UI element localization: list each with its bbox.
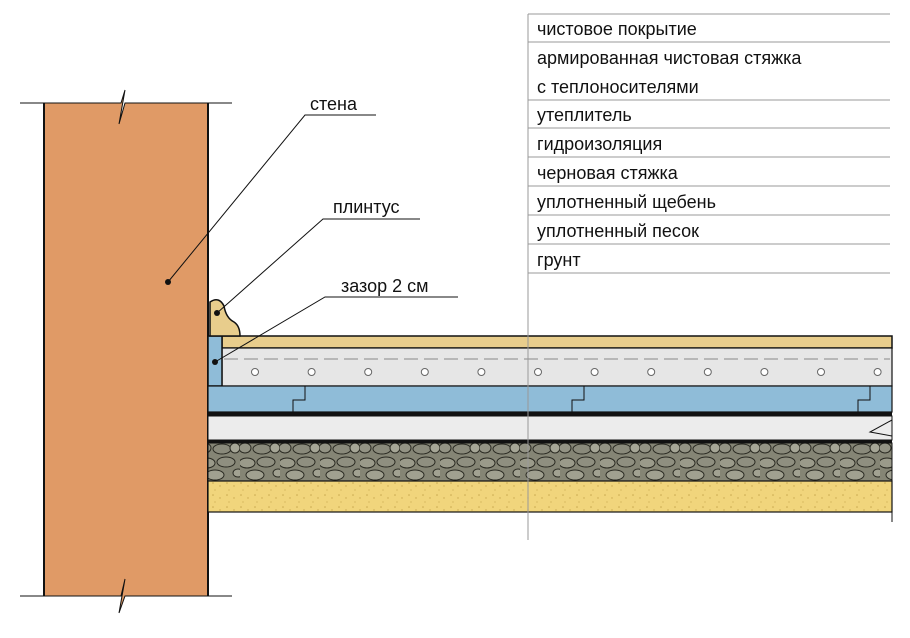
- layer-compacted-gravel: [207, 442, 893, 482]
- heating-pipe: [307, 368, 316, 376]
- legend-item: армированная чистовая стяжка: [537, 48, 802, 68]
- wall-body: [44, 90, 208, 613]
- leader-dot: [212, 359, 218, 365]
- heating-pipe: [590, 368, 599, 376]
- insulation-joint: [571, 386, 585, 412]
- layer-rough-screed: [207, 415, 893, 441]
- legend-item: с теплоносителями: [537, 77, 699, 97]
- heating-pipes: [251, 368, 882, 376]
- heating-pipe: [817, 368, 825, 376]
- rough-screed-break-mark: [868, 419, 893, 437]
- leader-line: [216, 218, 420, 314]
- insulation-joint: [292, 386, 306, 412]
- layer-waterproofing: [208, 412, 892, 416]
- heating-pipe: [873, 368, 882, 376]
- legend-item: чистовое покрытие: [537, 19, 697, 39]
- heating-pipe: [364, 368, 373, 376]
- heating-pipe: [760, 368, 769, 376]
- legend-item: гидроизоляция: [537, 134, 662, 154]
- heating-pipe: [703, 368, 712, 376]
- legend-item: черновая стяжка: [537, 163, 679, 183]
- heating-pipe: [647, 368, 656, 376]
- callout-baseboard: плинтус: [214, 197, 420, 316]
- insulation-joint: [857, 386, 871, 412]
- callout-label-wall: стена: [310, 94, 358, 114]
- callout-gap: зазор 2 см: [212, 276, 458, 365]
- leader-dot: [214, 310, 220, 316]
- legend-table: чистовое покрытие армированная чистовая …: [527, 13, 890, 540]
- heating-pipe: [251, 368, 259, 376]
- leader-line: [167, 114, 376, 283]
- legend-item: утеплитель: [537, 105, 632, 125]
- legend-item: уплотненный щебень: [537, 192, 716, 212]
- legend-item: грунт: [537, 250, 581, 270]
- callout-label-baseboard: плинтус: [333, 197, 400, 217]
- wall: [20, 89, 232, 614]
- heating-pipe: [534, 368, 542, 376]
- baseboard-profile: [209, 299, 241, 337]
- leader-dot: [165, 279, 171, 285]
- callout-wall: стена: [165, 94, 376, 285]
- legend-item: уплотненный песок: [537, 221, 699, 241]
- heating-pipe: [420, 368, 429, 376]
- layer-insulation: [207, 385, 893, 413]
- callout-label-gap: зазор 2 см: [341, 276, 429, 296]
- leader-line: [214, 296, 458, 363]
- heating-pipe: [477, 368, 486, 376]
- floor-layers: [207, 335, 893, 522]
- layer-finish-covering: [221, 335, 893, 349]
- layer-heated-screed: [221, 347, 893, 387]
- layer-compacted-sand: [207, 480, 893, 513]
- wall-top-break-line: [20, 89, 232, 125]
- wall-bottom-break-line: [20, 578, 232, 614]
